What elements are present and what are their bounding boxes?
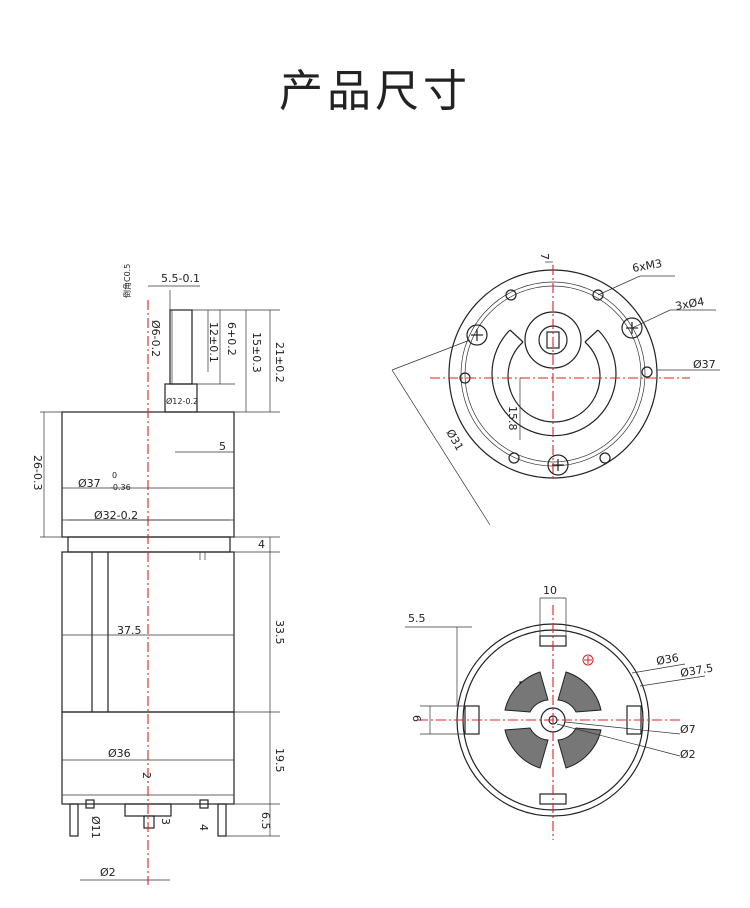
gearbox-dia-tol-upper: 0 <box>112 471 117 480</box>
d6-label: 6+0.2 <box>225 322 238 356</box>
term-len-label: 6.5 <box>259 812 272 830</box>
boss-dia-label: Ø12-0.2 <box>166 396 198 406</box>
side-view: 倒角C0.5 5.5-0.1 Ø6-0.2 12±0.1 6+0.2 15±0.… <box>31 264 286 885</box>
offset2-label: 15.8 <box>506 406 519 431</box>
gearbox-dia-tol-label: -0.36 <box>110 483 131 492</box>
boss-h-label: 5 <box>219 440 226 453</box>
chamfer-note: 倒角C0.5 <box>122 264 132 298</box>
endcap-len-label: 19.5 <box>273 748 286 773</box>
flange-dia-label: Ø37 <box>693 358 716 371</box>
front-view: 6xM3 3xØ4 Ø37 Ø31 7 15.8 <box>391 253 720 526</box>
gearbox-len-label: 26-0.3 <box>31 455 44 490</box>
rear-d55-label: 5.5 <box>408 612 426 625</box>
screws-label: 6xM3 <box>631 257 663 275</box>
rear-d36-label: Ø36 <box>655 651 680 668</box>
flat-len-label: 12±0.1 <box>207 322 220 363</box>
flat-width-label: 5.5-0.1 <box>161 272 200 285</box>
rear-shaft-dia-label: Ø2 <box>100 866 116 879</box>
screw-bottom <box>547 454 569 476</box>
terminal-right <box>217 803 227 837</box>
rear-d7-label: Ø7 <box>680 723 696 736</box>
rear-d375-label: Ø37.5 <box>679 661 714 680</box>
shaft-dia-label: Ø6-0.2 <box>149 320 162 357</box>
motor-len-label: 33.5 <box>273 620 286 645</box>
pilot-dia-label: Ø32-0.2 <box>94 509 138 522</box>
motor-w-label: 37.5 <box>117 624 142 637</box>
pin-4-label: 4 <box>197 824 210 831</box>
endcap-dia-label: Ø36 <box>108 747 131 760</box>
pin-3-label: 3 <box>159 818 172 825</box>
output-shaft <box>169 309 193 385</box>
gap-label: 4 <box>258 538 265 551</box>
page-title: 产品尺寸 <box>279 66 471 117</box>
rear-view: 10 5.5 6 Ø36 Ø37.5 Ø7 Ø2 <box>405 584 714 840</box>
gearbox-dia-label: Ø37 <box>78 477 101 490</box>
d15-label: 15±0.3 <box>250 332 263 373</box>
rear-d2-label: Ø2 <box>680 748 696 761</box>
bearing-dia-label: Ø11 <box>89 816 102 839</box>
screw-top-left <box>466 324 488 346</box>
d21-label: 21±0.2 <box>273 342 286 383</box>
terminal-left <box>69 803 79 837</box>
pcd-label: Ø31 <box>443 427 466 453</box>
pin-2-label: 2 <box>140 772 153 779</box>
rear-d10-label: 10 <box>543 584 557 597</box>
rear-d6-label: 6 <box>410 715 423 722</box>
holes-label: 3xØ4 <box>674 295 705 313</box>
offset-label: 7 <box>538 253 551 260</box>
